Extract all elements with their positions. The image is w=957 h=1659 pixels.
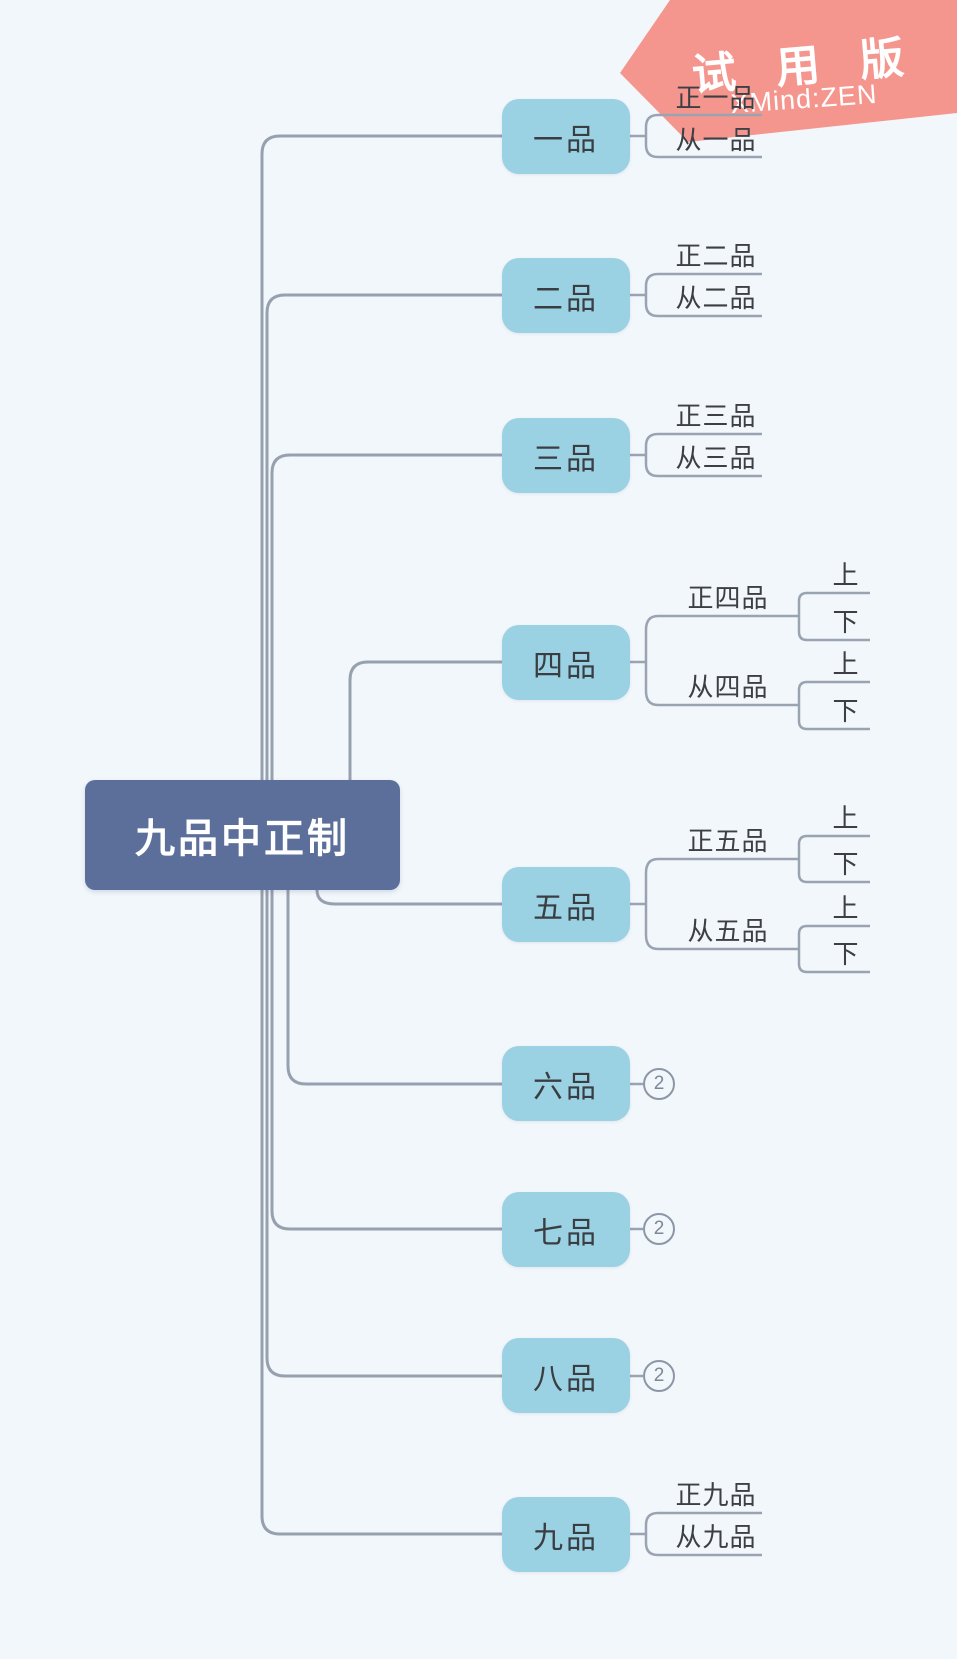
collapse-count-badge[interactable]: 2 [643,1068,675,1100]
branch-topic[interactable]: 一品 [502,99,630,174]
branch-topic[interactable]: 八品 [502,1338,630,1413]
subtopic-label[interactable]: 正五品 [687,826,769,856]
subtopic-label[interactable]: 正九品 [675,1480,757,1510]
root-topic[interactable]: 九品中正制 [85,780,400,890]
subtopic-label[interactable]: 正二品 [675,241,757,271]
subtopic-label[interactable]: 从五品 [687,916,769,946]
sub-subtopic-label[interactable]: 下 [832,939,860,969]
subtopic-label[interactable]: 正四品 [687,583,769,613]
collapse-count-badge[interactable]: 2 [643,1213,675,1245]
collapse-count-badge[interactable]: 2 [643,1360,675,1392]
subtopic-label[interactable]: 正一品 [675,83,757,113]
subtopic-label[interactable]: 从二品 [675,283,757,313]
trunk-connectors [260,134,512,1536]
subtopic-connectors [630,113,870,1557]
subtopic-label[interactable]: 正三品 [675,401,757,431]
subtopic-label[interactable]: 从三品 [675,443,757,473]
sub-subtopic-label[interactable]: 下 [832,607,860,637]
sub-subtopic-label[interactable]: 上 [832,649,860,679]
branch-topic[interactable]: 三品 [502,418,630,493]
branch-topic[interactable]: 五品 [502,867,630,942]
subtopic-label[interactable]: 从九品 [675,1522,757,1552]
branch-topic[interactable]: 二品 [502,258,630,333]
trial-banner-ribbon [620,0,957,142]
sub-subtopic-label[interactable]: 上 [832,893,860,923]
branch-topic[interactable]: 六品 [502,1046,630,1121]
subtopic-label[interactable]: 从四品 [687,672,769,702]
sub-subtopic-label[interactable]: 下 [832,696,860,726]
branch-topic[interactable]: 七品 [502,1192,630,1267]
sub-subtopic-label[interactable]: 上 [832,560,860,590]
sub-subtopic-label[interactable]: 上 [832,803,860,833]
branch-topic[interactable]: 九品 [502,1497,630,1572]
sub-subtopic-label[interactable]: 下 [832,849,860,879]
subtopic-label[interactable]: 从一品 [675,125,757,155]
branch-topic[interactable]: 四品 [502,625,630,700]
